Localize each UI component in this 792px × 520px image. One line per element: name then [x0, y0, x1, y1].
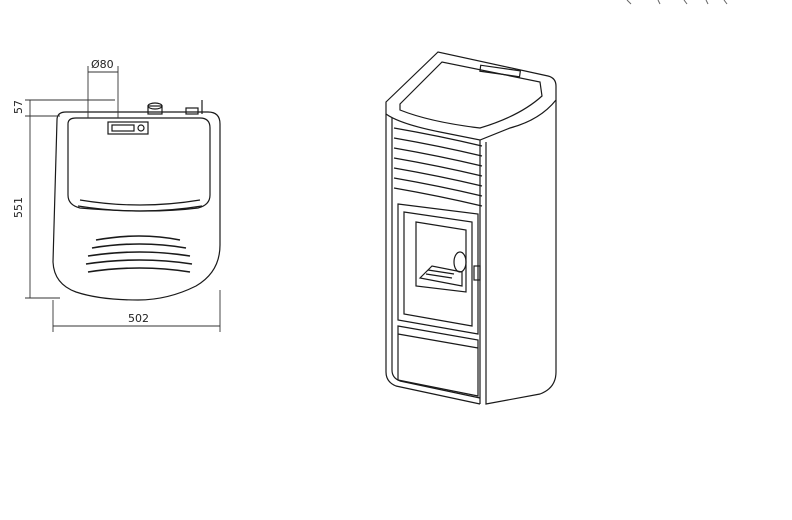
bottom-panel	[397, 325, 479, 397]
stove-top-inner	[399, 61, 543, 129]
grille-slat	[393, 167, 483, 187]
front-grille	[393, 127, 483, 207]
plan-front-edge	[79, 199, 201, 206]
grille-slat	[393, 147, 483, 167]
dim-rear-offset: 57	[12, 100, 25, 114]
grille-slat	[393, 187, 483, 207]
grille-slat	[393, 127, 483, 147]
dim-flue-diameter: Ø80	[91, 58, 114, 71]
grate-bar	[425, 273, 453, 279]
control-display	[111, 124, 135, 132]
dimension-lines	[25, 66, 221, 332]
dim-width: 502	[128, 312, 149, 325]
stove-top-surface	[385, 51, 557, 141]
grille-slot	[91, 243, 187, 249]
grille-slat	[393, 157, 483, 177]
control-knob	[137, 124, 145, 132]
stove-side-panel	[485, 100, 557, 405]
grille-slat	[393, 177, 483, 197]
plan-view	[52, 100, 221, 301]
porthole	[453, 251, 467, 273]
firebox	[415, 221, 467, 293]
grille-slot	[87, 267, 191, 273]
stove-front-outline	[385, 114, 481, 405]
grille-slot	[95, 235, 181, 241]
plan-front-edge-2	[77, 205, 203, 212]
rear-fitting	[185, 107, 199, 115]
grille-slot	[87, 251, 191, 257]
plan-outer-outline	[52, 111, 221, 301]
edge-marks	[626, 0, 728, 5]
door-handle	[473, 265, 481, 281]
grille-slat	[393, 137, 483, 157]
control-panel	[107, 121, 149, 135]
door-frame	[397, 203, 479, 335]
dim-depth: 551	[12, 197, 25, 218]
grille-slot	[85, 259, 193, 265]
stove-3d-view	[385, 51, 557, 405]
bottom-panel-edge	[397, 333, 479, 349]
flue-pipe	[147, 105, 163, 115]
plan-grille	[85, 235, 193, 273]
door-glass	[403, 211, 473, 327]
flue-pipe-top	[147, 102, 163, 110]
plan-top-panel	[67, 117, 211, 212]
grate-bar	[427, 269, 455, 275]
top-vent	[479, 64, 522, 78]
